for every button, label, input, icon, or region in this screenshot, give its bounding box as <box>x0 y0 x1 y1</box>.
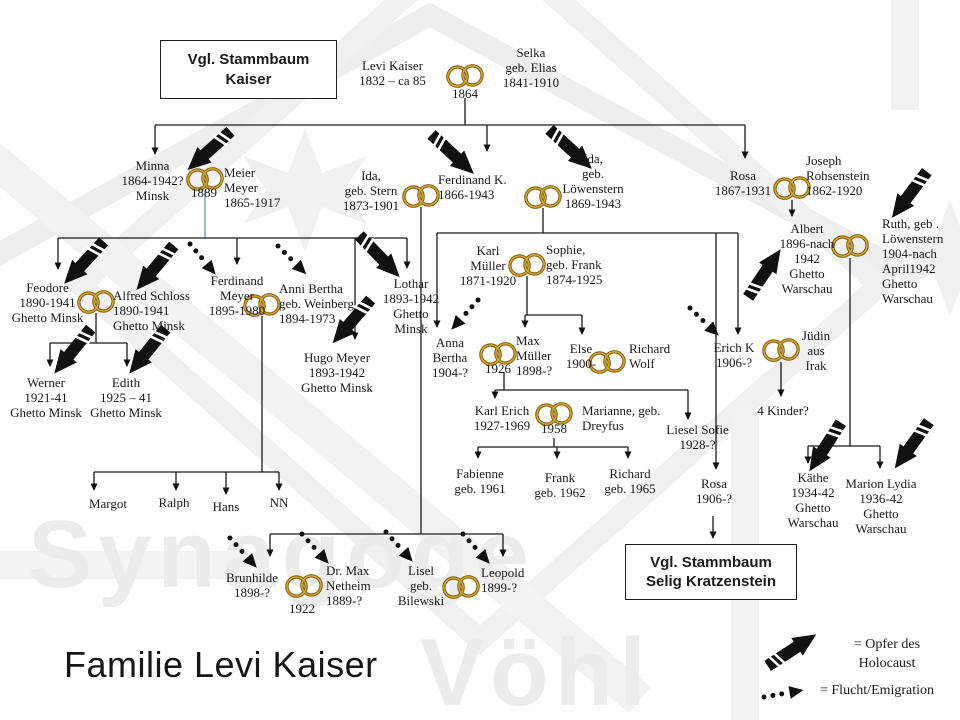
person-nn: NN <box>269 495 289 510</box>
marriage-year-1926: 1926 <box>485 361 511 376</box>
person-meier-meyer: Meier Meyer 1865-1917 <box>224 165 281 211</box>
marriage-year-1922: 1922 <box>289 601 315 616</box>
person-max-mueller: Max Müller 1898-? <box>516 333 553 379</box>
person-else: Else 1900- <box>565 341 597 372</box>
person-werner: Werner 1921-41 Ghetto Minsk <box>10 375 82 421</box>
person-juedin-aus-irak: Jüdin aus Irak <box>801 328 831 374</box>
person-hugo-meyer: Hugo Meyer 1893-1942 Ghetto Minsk <box>301 350 373 396</box>
person-ruth-loewenstern: Ruth, geb . Löwenstern 1904-nach April19… <box>882 216 944 307</box>
label-vier-kinder: 4 Kinder? <box>757 403 809 418</box>
marriage-year-1864: 1864 <box>452 86 478 101</box>
person-albert: Albert 1896-nach 1942 Ghetto Warschau <box>779 221 835 297</box>
person-marion-lydia: Marion Lydia 1936-42 Ghetto Warschau <box>845 476 917 537</box>
person-richard-b: Richard geb. 1965 <box>604 466 656 497</box>
person-leopold: Leopold 1899-? <box>481 565 525 596</box>
person-hans: Hans <box>212 499 240 514</box>
person-lothar: Lothar 1893-1942 Ghetto Minsk <box>382 276 440 337</box>
person-selka: Selka geb. Elias 1841-1910 <box>502 45 560 91</box>
person-brunhilde: Brunhilde 1898-? <box>226 570 278 601</box>
person-richard-wolf: Richard Wolf <box>629 341 671 372</box>
page-title: Familie Levi Kaiser <box>64 644 378 685</box>
person-ida-stern: Ida, geb. Stern 1873-1901 <box>342 168 400 214</box>
person-marianne-dreyfus: Marianne, geb. Dreyfus <box>582 403 661 434</box>
person-margot: Margot <box>88 496 128 511</box>
person-max-netheim: Dr. Max Netheim 1889-? <box>326 563 371 609</box>
person-anni-bertha-weinberg: Anni Bertha geb. Weinberg 1894-1973 <box>279 281 355 327</box>
person-rosa-sr: Rosa 1867-1931 <box>714 168 772 199</box>
person-anna-bertha: Anna Bertha 1904-? <box>431 335 469 381</box>
person-ralph: Ralph <box>158 495 190 510</box>
person-liesel-sofie: Liesel Sofie 1928-? <box>666 422 729 453</box>
person-alfred-schloss: Alfred Schloss 1890-1941 Ghetto Minsk <box>113 288 190 334</box>
person-ida-loewenstern: Ida, geb. Löwenstern 1869-1943 <box>562 151 624 212</box>
person-kaethe: Käthe 1934-42 Ghetto Warschau <box>787 470 839 531</box>
person-frank: Frank geb. 1962 <box>534 470 586 501</box>
person-minna: Minna 1864-1942? Minsk <box>121 158 184 204</box>
legend-flight-label: = Flucht/Emigration <box>820 683 935 698</box>
ref-box-stammbaum-kaiser[interactable]: Vgl. Stammbaum Kaiser <box>160 40 337 99</box>
person-levi-kaiser: Levi Kaiser 1832 – ca 85 <box>359 58 426 89</box>
person-ferdinand-k: Ferdinand K. 1866-1943 <box>438 172 507 203</box>
person-sophie-frank: Sophie, geb. Frank 1874-1925 <box>546 242 603 288</box>
person-karl-mueller: Karl Müller 1871-1920 <box>459 243 517 289</box>
marriage-year-1958: 1958 <box>541 421 567 436</box>
watermark-text-voehl: Vöhl <box>420 619 652 720</box>
person-erich-k: Erich K 1906-? <box>713 340 755 371</box>
person-joseph-rohsenstein: Joseph Rohsenstein 1862-1920 <box>806 153 870 199</box>
legend-holocaust-label: = Opfer des Holocaust <box>853 637 921 671</box>
person-lisel-bilewski: Lisel geb. Bilewski <box>397 563 445 609</box>
person-fabienne: Fabienne geb. 1961 <box>454 466 506 497</box>
person-edith: Edith 1925 – 41 Ghetto Minsk <box>90 375 162 421</box>
person-rosa-jr: Rosa 1906-? <box>695 476 733 507</box>
marriage-year-1889: 1889 <box>191 185 217 200</box>
person-karl-erich: Karl Erich 1927-1969 <box>473 403 531 434</box>
person-feodore: Feodore 1890-1941 Ghetto Minsk <box>11 280 84 326</box>
ref-box-stammbaum-selig-kratzenstein[interactable]: Vgl. Stammbaum Selig Kratzenstein <box>625 544 797 600</box>
person-ferdinand-meyer: Ferdinand Meyer 1895-1980 <box>208 273 266 319</box>
